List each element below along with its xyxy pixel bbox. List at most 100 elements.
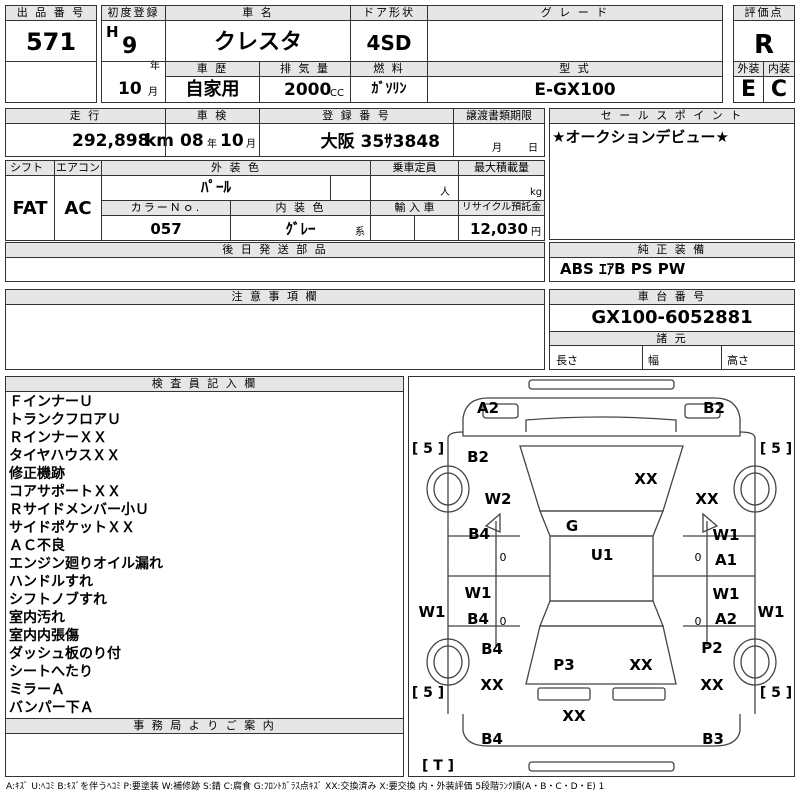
damage-mark-rear-glass: P3 bbox=[553, 656, 574, 674]
damage-mark-door-rl: W1 bbox=[465, 584, 492, 602]
max-load-header: 最大積載量 bbox=[458, 160, 545, 176]
tire-rating-tire-right-front: [ 5 ] bbox=[760, 441, 792, 457]
width-label: 幅 bbox=[648, 354, 659, 367]
damage-mark-sill-l2: 0 bbox=[500, 615, 507, 628]
registration-number: 大阪 35ｻ3848 bbox=[320, 132, 440, 152]
score-header: 評価点 bbox=[733, 5, 795, 21]
first-registration-header: 初度登録 bbox=[101, 5, 166, 21]
shift-value: FAT bbox=[12, 198, 48, 219]
inspector-note: ＦインナーＵ bbox=[9, 394, 93, 410]
sales-point-text: ★オークションデビュー★ bbox=[552, 128, 729, 146]
caution-cell bbox=[5, 304, 545, 370]
inspector-note: バンパー下Ａ bbox=[9, 700, 94, 716]
inspection-month: 10 bbox=[220, 131, 244, 151]
inspector-note: シフトノブすれ bbox=[9, 592, 107, 608]
damage-mark-door-rl2: B4 bbox=[467, 610, 489, 628]
damage-mark-front-bumper-l: A2 bbox=[477, 399, 499, 417]
import-cell-b bbox=[414, 215, 459, 241]
inspector-note: Ｒサイドメンバー小Ｕ bbox=[9, 502, 149, 518]
damage-mark-sill-r2: 0 bbox=[695, 615, 702, 628]
side-mirrors bbox=[484, 512, 719, 533]
damage-mark-side-l: W1 bbox=[419, 603, 446, 621]
model-header: 型 式 bbox=[427, 61, 723, 77]
height-label: 高さ bbox=[727, 354, 749, 367]
front-bumper-outline bbox=[528, 379, 675, 390]
tire-front-left bbox=[426, 465, 470, 513]
damage-mark-roof: U1 bbox=[591, 546, 614, 564]
inspector-note: ＡＣ不良 bbox=[9, 538, 65, 554]
sales-point-header: セ ー ル ス ポ イ ン ト bbox=[549, 108, 795, 124]
interior-color-header: 内 装 色 bbox=[230, 200, 371, 216]
exterior-grade: E bbox=[740, 77, 757, 102]
mileage-value: 292,898 bbox=[72, 131, 150, 151]
tire-rating-spare: [ T ] bbox=[422, 758, 454, 774]
damage-mark-qp-l: B4 bbox=[481, 640, 503, 658]
damage-mark-qp-r: P2 bbox=[701, 639, 722, 657]
inspector-note: 修正機跡 bbox=[9, 466, 65, 482]
genuine-equipment-value: ABS ｴｱB PS PW bbox=[560, 260, 686, 278]
recycle-cell bbox=[458, 215, 545, 241]
lot-number: 571 bbox=[25, 28, 77, 56]
damage-mark-front-bumper-r: B2 bbox=[703, 399, 725, 417]
length-label: 長さ bbox=[556, 354, 578, 367]
capacity-header: 乗車定員 bbox=[370, 160, 459, 176]
first-registration-month: 10 bbox=[118, 79, 142, 99]
door-header: ドア形状 bbox=[350, 5, 428, 21]
body-color-extra-cell bbox=[330, 175, 371, 201]
door-side-verticals bbox=[495, 521, 708, 646]
first-registration-year: 9 bbox=[122, 34, 138, 59]
tire-rating-tire-left-rear: [ 5 ] bbox=[412, 685, 444, 701]
aircon-value: AC bbox=[64, 198, 92, 219]
transfer-month-unit: 月 bbox=[492, 143, 502, 154]
interior-cell bbox=[763, 76, 795, 103]
damage-mark-pillar-l: W2 bbox=[485, 490, 512, 508]
tire-rating-tire-right-rear: [ 5 ] bbox=[760, 685, 792, 701]
displacement-header: 排 気 量 bbox=[259, 61, 351, 77]
car-name: クレスタ bbox=[213, 30, 302, 55]
damage-mark-fender-fr: XX bbox=[695, 490, 719, 508]
caution-header: 注 意 事 項 欄 bbox=[5, 289, 545, 305]
office-notice-header: 事 務 局 よ り ご 案 内 bbox=[5, 718, 404, 734]
tire-rating-tire-left-front: [ 5 ] bbox=[412, 441, 444, 457]
damage-mark-fender-fl: B2 bbox=[467, 448, 489, 466]
inspection-year: 08 bbox=[180, 131, 204, 151]
grille-outline bbox=[525, 416, 677, 432]
later-parts-cell bbox=[5, 257, 545, 282]
damage-mark-rear-l: XX bbox=[480, 676, 504, 694]
inspector-note: ミラーＡ bbox=[9, 682, 65, 698]
registration-number-header: 登 録 番 号 bbox=[259, 108, 454, 124]
later-parts-header: 後 日 発 送 部 品 bbox=[5, 242, 545, 258]
kg-unit: kg bbox=[530, 187, 543, 198]
windshield-outline bbox=[539, 510, 664, 537]
damage-mark-door-rr: W1 bbox=[713, 585, 740, 603]
damage-legend: A:ｷｽﾞ U:ﾍｺﾐ B:ｷｽﾞを伴うﾍｺﾐ P:要塗装 W:補修跡 S:錆 … bbox=[6, 782, 605, 792]
tire-front-right bbox=[733, 465, 777, 513]
person-unit: 人 bbox=[440, 187, 450, 198]
import-header: 輸 入 車 bbox=[370, 200, 459, 216]
genuine-equipment-cell bbox=[549, 257, 795, 282]
inspector-note: ハンドルすれ bbox=[9, 574, 93, 590]
shift-header: シフト bbox=[5, 160, 55, 176]
recycle-header: リサイクル預託金 bbox=[458, 200, 545, 216]
hood-outline bbox=[519, 445, 684, 512]
specs-header: 諸 元 bbox=[549, 331, 795, 346]
inspection-header: 車 検 bbox=[165, 108, 260, 124]
displacement-value: 2000 bbox=[284, 80, 332, 100]
lot-number-header: 出 品 番 号 bbox=[5, 5, 97, 21]
transfer-day-unit: 日 bbox=[528, 143, 538, 154]
km-unit: km bbox=[145, 131, 175, 151]
door-type: 4SD bbox=[366, 31, 412, 55]
inspector-note: コアサポートＸＸ bbox=[9, 484, 121, 500]
inspector-note: タイヤハウスＸＸ bbox=[9, 448, 121, 464]
mileage-header: 走 行 bbox=[5, 108, 166, 124]
tire-rear-right bbox=[733, 638, 777, 686]
interior-header: 内装 bbox=[763, 61, 795, 77]
year-unit: 年 bbox=[150, 61, 160, 72]
grade-header: グ レ ー ド bbox=[427, 5, 723, 21]
model-value: E-GX100 bbox=[534, 80, 616, 100]
chassis-number-header: 車 台 番 号 bbox=[549, 289, 795, 305]
lot-number-blank-cell bbox=[5, 61, 97, 103]
inspection-month-unit: 月 bbox=[246, 139, 256, 150]
body-color-value: ﾊﾟｰﾙ bbox=[200, 178, 231, 196]
